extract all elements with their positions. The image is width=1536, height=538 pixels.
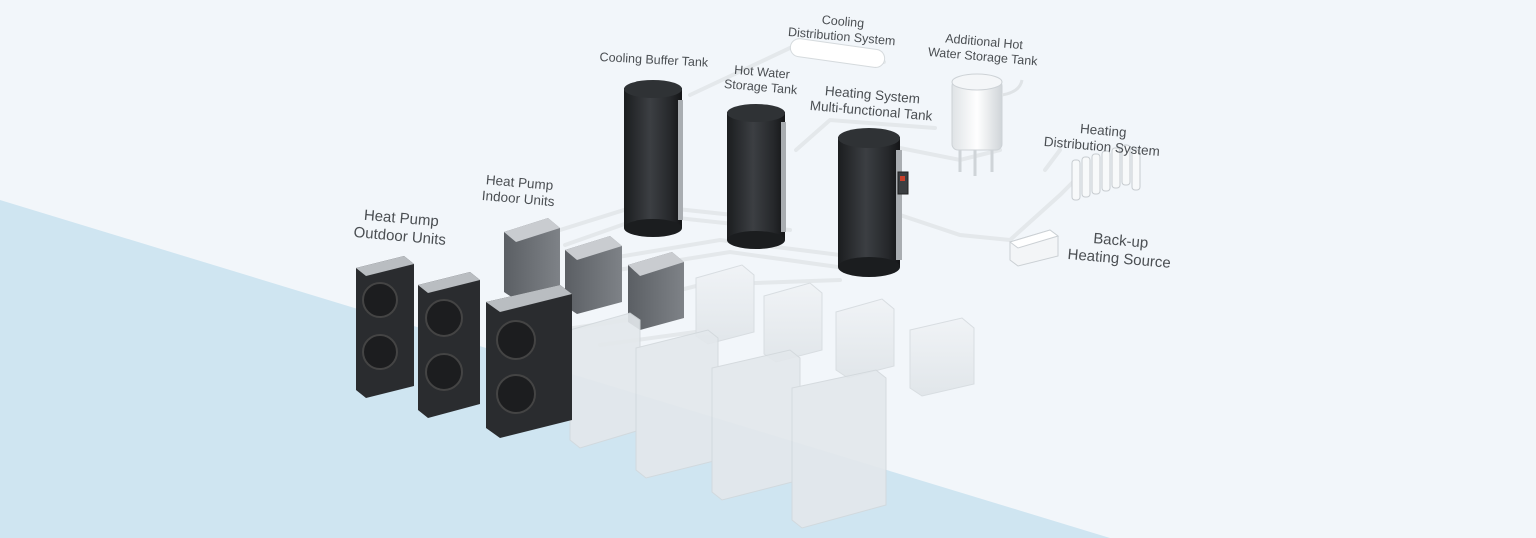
- backup-heating-box: [1008, 229, 1060, 267]
- cooling-distribution-pipe: [789, 38, 886, 68]
- label-hot-water-storage-tank: Hot Water Storage Tank: [723, 62, 798, 98]
- additional-hot-water-tank: [951, 73, 1024, 176]
- hot-water-storage-tank: [727, 104, 786, 249]
- ghost-indoor-units: [695, 264, 975, 397]
- multifunctional-tank: [838, 128, 909, 277]
- indoor-units: [504, 218, 684, 330]
- cooling-buffer-tank: [624, 80, 683, 237]
- label-heat-pump-indoor-units: Heat Pump Indoor Units: [481, 172, 556, 210]
- outdoor-units: [356, 256, 572, 438]
- ghost-outdoor-units: [569, 312, 887, 529]
- radiator: [1071, 144, 1141, 201]
